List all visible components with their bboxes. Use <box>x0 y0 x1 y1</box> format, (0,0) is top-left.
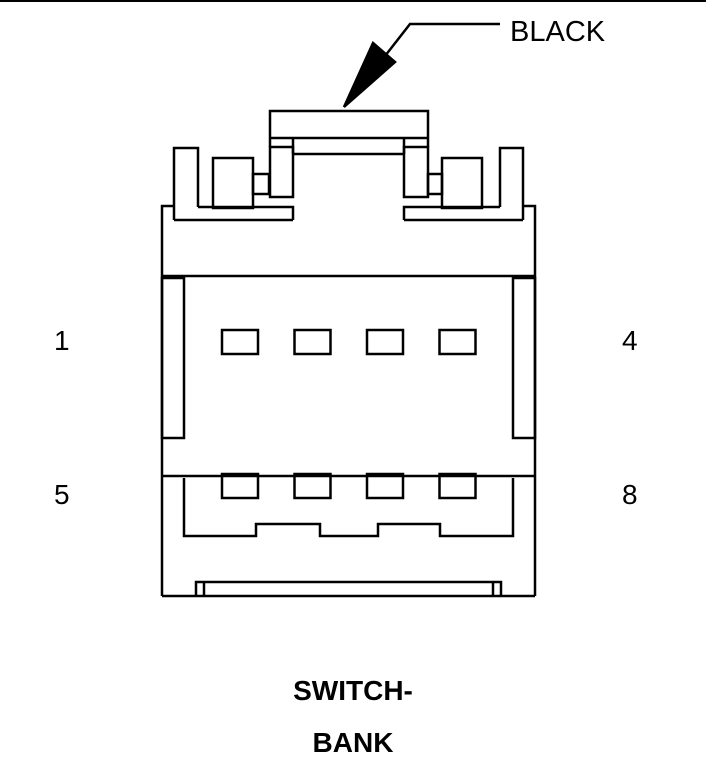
pin-cavity-4 <box>438 328 477 356</box>
pin-cavity-1 <box>220 328 260 356</box>
pin-cavity-6 <box>293 472 332 500</box>
pin-cavity-8 <box>438 472 477 500</box>
pin-cavity-3 <box>365 328 405 356</box>
connector-title-line1: SWITCH- <box>293 675 413 706</box>
pin-cavity-7 <box>365 472 405 500</box>
connector-right-shoulder <box>402 145 525 220</box>
connector-housing <box>160 204 537 598</box>
left-side-rail <box>160 276 186 440</box>
pin-label-4: 4 <box>622 325 638 356</box>
leader-arrow-icon <box>342 40 397 108</box>
pin-cavities <box>220 328 477 500</box>
connector-latch <box>268 109 430 156</box>
wire-color-label: BLACK <box>510 16 606 48</box>
connector-left-shoulder <box>172 145 295 220</box>
pin-cavity-5 <box>220 472 260 500</box>
connector-title-line2: BANK <box>312 727 394 758</box>
bottom-slot <box>194 580 503 596</box>
pin-cavity-2 <box>293 328 332 356</box>
right-side-rail <box>511 276 537 440</box>
lower-inner-profile <box>182 478 515 538</box>
pin-label-1: 1 <box>54 325 70 356</box>
pin-label-5: 5 <box>54 479 70 510</box>
pin-label-8: 8 <box>622 479 638 510</box>
